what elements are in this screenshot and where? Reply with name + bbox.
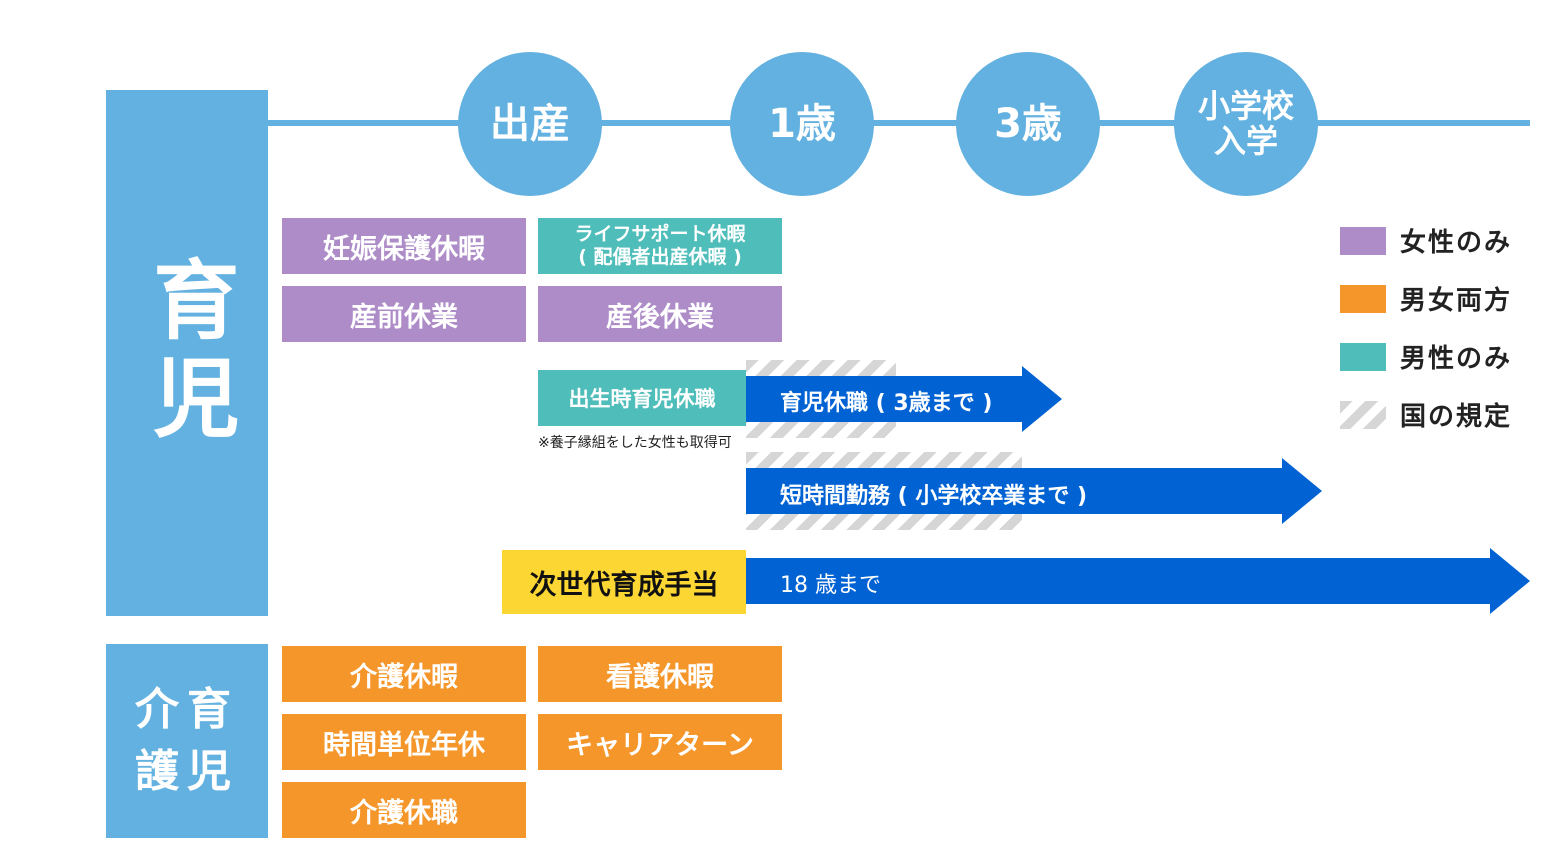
- box-hourly-leave-label: 時間単位年休: [323, 729, 485, 761]
- legend-swatch-both: [1340, 284, 1386, 313]
- legend-label-national: 国の規定: [1400, 402, 1513, 432]
- section-care-line2: 護児: [135, 746, 239, 797]
- box-paternity-leave-label: 出生時育児休職: [568, 387, 716, 411]
- section-care-line1: 介育: [135, 684, 239, 736]
- box-life-support-line2: ( 配偶者出産休暇 ): [578, 246, 742, 268]
- milestone-school-entry: 小学校 入学: [1174, 52, 1318, 196]
- milestone-age1: 1歳: [730, 52, 874, 196]
- box-next-gen-allowance: 次世代育成手当: [502, 550, 746, 614]
- arrow-until-18: [746, 548, 1530, 614]
- short-hours-label: 短時間勤務 ( 小学校卒業まで ): [780, 484, 1088, 509]
- legend-item-male: 男性のみ: [1340, 338, 1512, 375]
- milestone-age3: 3歳: [956, 52, 1100, 196]
- legend-swatch-female: [1340, 226, 1386, 255]
- box-care-leave: 介護休暇: [282, 646, 526, 702]
- milestone-birth-label: 出産: [490, 101, 570, 147]
- box-care-leave-long: 介護休職: [282, 782, 526, 838]
- box-life-support-line1: ライフサポート休暇: [574, 223, 746, 246]
- box-nursing-leave-label: 看護休暇: [606, 661, 714, 693]
- milestone-age3-label: 3歳: [994, 101, 1062, 147]
- legend-label-both: 男女両方: [1400, 286, 1513, 316]
- milestone-birth: 出産: [458, 52, 602, 196]
- arrow-childcare-leave: [746, 366, 1062, 432]
- until-18-label: 18 歳まで: [780, 573, 881, 598]
- legend-swatch-male: [1340, 342, 1386, 371]
- box-career-return-label: キャリアターン: [566, 729, 754, 761]
- legend-item-both: 男女両方: [1340, 280, 1512, 317]
- box-pregnancy-leave-label: 妊娠保護休暇: [323, 233, 485, 265]
- box-care-leave-label: 介護休暇: [350, 661, 458, 693]
- box-postnatal-leave: 産後休業: [538, 286, 782, 342]
- section-childcare-label: 育児: [137, 255, 238, 451]
- milestone-school-line1: 小学校: [1197, 86, 1294, 125]
- section-care-childcare: 介育 護児: [106, 644, 268, 838]
- box-hourly-leave: 時間単位年休: [282, 714, 526, 770]
- arrow-short-hours: [746, 458, 1322, 524]
- timeline-line: [268, 120, 1530, 126]
- box-paternity-leave: 出生時育児休職: [538, 370, 746, 426]
- legend-item-national: 国の規定: [1340, 396, 1512, 433]
- box-care-leave-long-label: 介護休職: [350, 797, 458, 829]
- legend-swatch-national: [1340, 400, 1386, 429]
- box-nursing-leave: 看護休暇: [538, 646, 782, 702]
- milestone-age1-label: 1歳: [768, 101, 836, 147]
- childcare-leave-label: 育児休職 ( 3歳まで ): [780, 391, 993, 416]
- milestone-school-line2: 入学: [1213, 122, 1278, 160]
- legend-label-male: 男性のみ: [1400, 344, 1513, 374]
- box-next-gen-allowance-label: 次世代育成手当: [529, 569, 719, 601]
- box-career-return: キャリアターン: [538, 714, 782, 770]
- legend-label-female: 女性のみ: [1400, 228, 1513, 258]
- adoption-note: ※養子縁組をした女性も取得可: [538, 435, 732, 451]
- box-life-support-leave: ライフサポート休暇 ( 配偶者出産休暇 ): [538, 218, 782, 274]
- legend-item-female: 女性のみ: [1340, 222, 1512, 259]
- box-pregnancy-leave: 妊娠保護休暇: [282, 218, 526, 274]
- section-childcare: 育児: [106, 90, 268, 616]
- box-prenatal-leave: 産前休業: [282, 286, 526, 342]
- box-postnatal-leave-label: 産後休業: [606, 301, 714, 333]
- legend: 女性のみ 男女両方 男性のみ 国の規定: [1340, 222, 1512, 433]
- box-prenatal-leave-label: 産前休業: [350, 301, 458, 333]
